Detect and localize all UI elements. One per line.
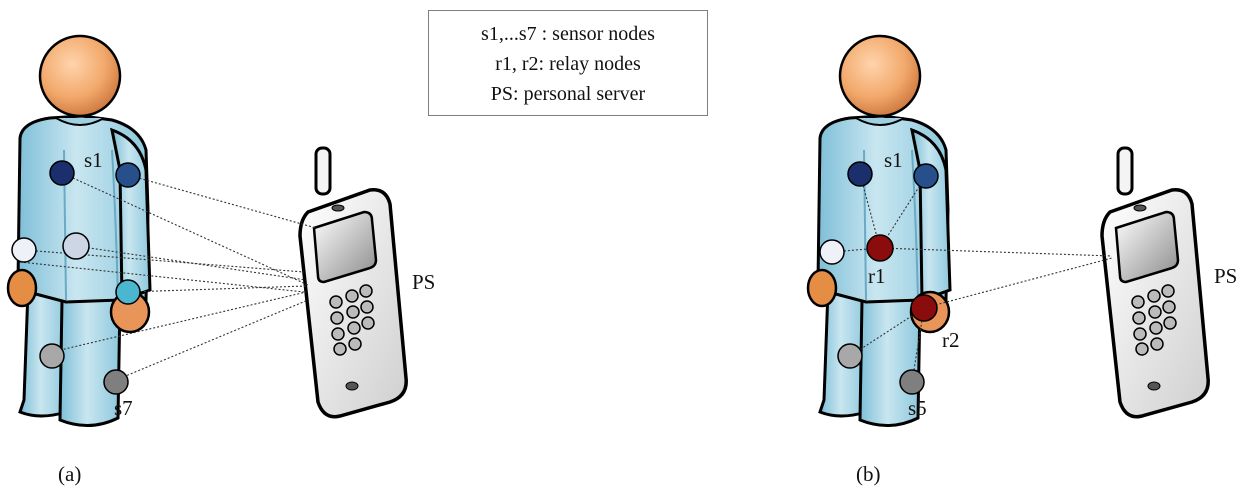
caption-b: (b) [856, 462, 881, 486]
link-line [127, 174, 317, 229]
link-line [75, 245, 307, 281]
label-s5: s5 [908, 396, 927, 420]
link-line [849, 307, 925, 357]
link-line [61, 172, 309, 286]
sensor-node [115, 279, 141, 305]
sensor-node [39, 343, 65, 369]
panel-b [806, 34, 1210, 428]
sensor-node [837, 343, 863, 369]
relay-node [910, 294, 938, 322]
sensor-node [11, 237, 37, 263]
sensor-node [62, 232, 90, 260]
label-s1-a: s1 [84, 148, 103, 172]
panel-a [6, 34, 408, 428]
label-s7: s7 [114, 396, 133, 420]
link-line [879, 247, 1113, 257]
sensor-nodes-a [11, 160, 141, 395]
legend-line-sensors: s1,...s7 : sensor nodes [481, 23, 655, 45]
legend-line-server: PS: personal server [490, 83, 646, 105]
person-figure-b [806, 34, 952, 428]
link-line [23, 249, 305, 273]
link-line [859, 173, 881, 249]
caption-a: (a) [58, 462, 82, 486]
link-line [923, 257, 1113, 309]
label-r1: r1 [868, 264, 886, 288]
link-line [19, 261, 305, 293]
legend-box: s1,...s7 : sensor nodes r1, r2: relay no… [428, 10, 708, 116]
link-line [51, 291, 307, 353]
phone-icon [298, 146, 408, 419]
phone-icon [1100, 146, 1210, 419]
label-ps-b: PS [1214, 264, 1238, 288]
sensor-node [819, 239, 845, 265]
sensor-nodes-b [819, 161, 939, 395]
sensor-node [913, 163, 939, 189]
link-line [115, 299, 309, 381]
sensor-node [899, 369, 925, 395]
links-a [19, 172, 317, 381]
sensor-node [103, 369, 129, 395]
relay-node [866, 234, 894, 262]
label-s1-b: s1 [884, 148, 903, 172]
person-figure-a [6, 34, 152, 428]
label-ps-a: PS [412, 270, 436, 294]
sensor-node [115, 162, 141, 188]
sensor-node [847, 161, 873, 187]
legend-line-relays: r1, r2: relay nodes [495, 53, 641, 75]
label-r2: r2 [942, 328, 960, 352]
sensor-node [49, 160, 75, 186]
link-line [127, 285, 307, 293]
